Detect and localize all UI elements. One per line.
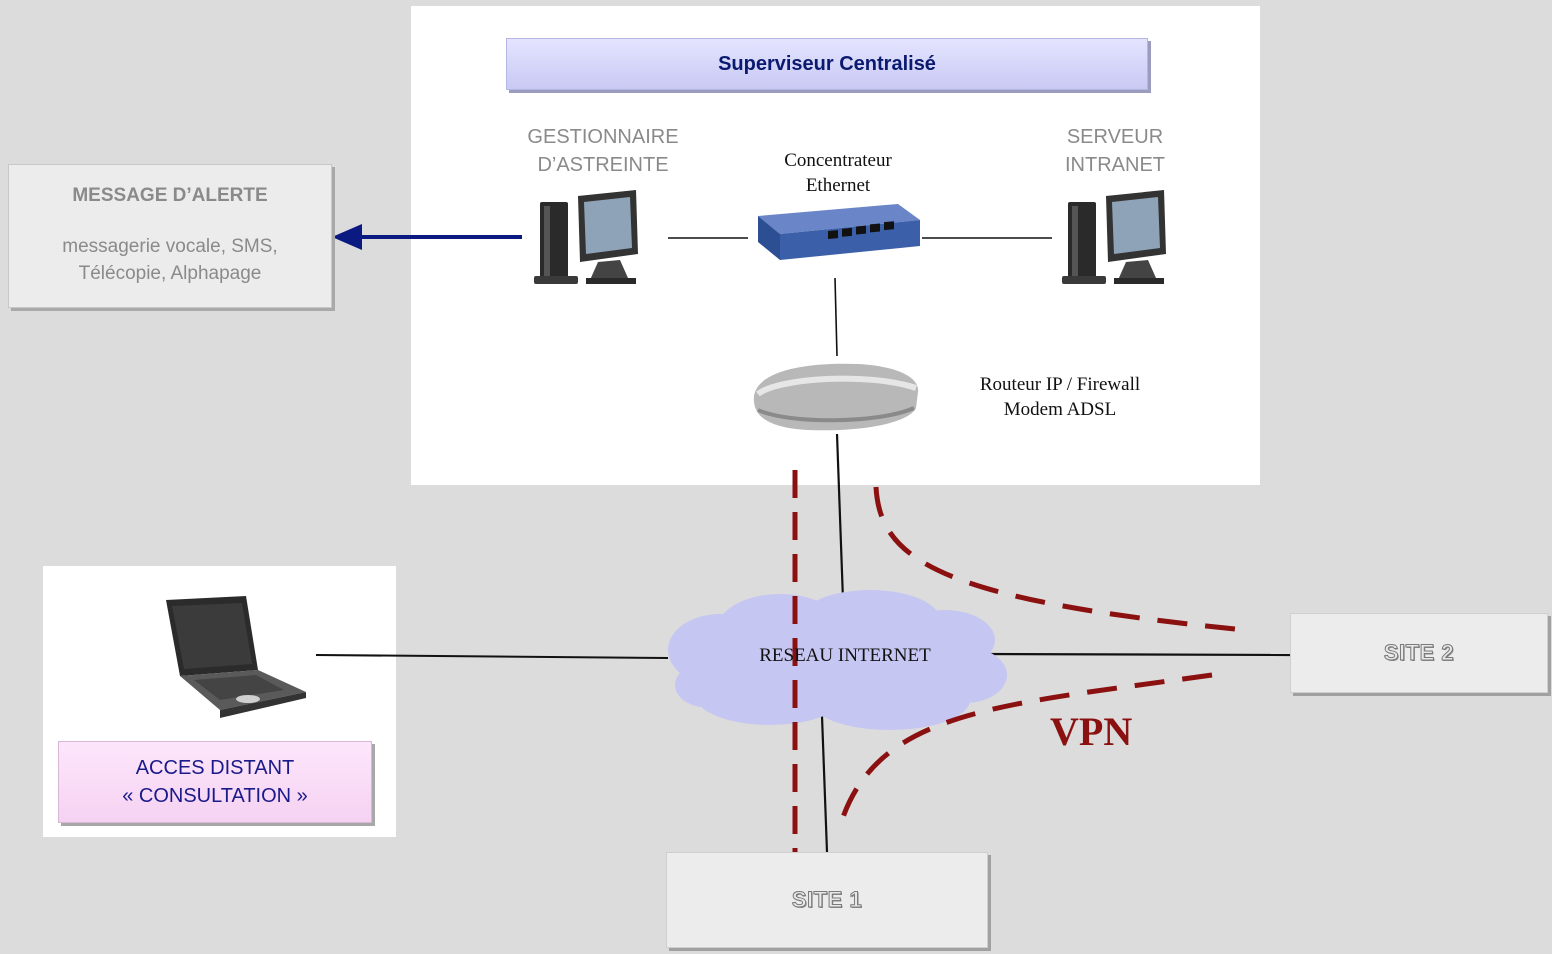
remote-line2: « CONSULTATION » [122,785,308,807]
vpn-tunnel-site2-upper [873,486,1246,633]
routeur-label: Routeur IP / Firewall Modem ADSL [940,372,1180,422]
internet-label: RESEAU INTERNET [759,645,931,666]
link-internet-site2 [981,652,1291,657]
serveur-label-line1: SERVEUR [1066,126,1164,148]
alert-arrow-head [332,224,362,250]
site2-label: SITE 2 [1383,640,1455,666]
alert-line1: messagerie vocale, SMS, [62,236,278,257]
site1-label: SITE 1 [791,887,863,913]
remote-access-box: ACCES DISTANT « CONSULTATION » [58,741,372,823]
concentrateur-label-line2: Ethernet [805,175,871,196]
routeur-label-line1: Routeur IP / Firewall [979,374,1141,395]
laptop-icon [166,596,306,718]
remote-line1: ACCES DISTANT [135,757,295,779]
page-title-text: Superviseur Centralisé [718,52,936,75]
server-computer-icon [1062,190,1166,284]
link-router-internet [835,433,845,601]
concentrateur-label-line1: Concentrateur [784,150,892,171]
vpn-tunnel-site2-lower [839,672,1213,821]
alert-title: MESSAGE D’ALERTE [72,185,268,206]
link-internet-site1 [820,715,829,853]
ethernet-switch-icon [758,204,920,260]
serveur-label: SERVEUR INTRANET [1000,123,1230,179]
site2-box: SITE 2 [1290,613,1548,693]
link-switch-router [834,277,838,357]
concentrateur-label: Concentrateur Ethernet [748,148,928,198]
desktop-computer-icon [534,190,638,284]
gestionnaire-label-line2: D’ASTREINTE [537,154,669,176]
vpn-label: VPN [1050,709,1133,754]
router-icon [753,363,919,431]
gestionnaire-label: GESTIONNAIRE D’ASTREINTE [483,123,723,179]
serveur-label-line2: INTRANET [1065,154,1165,176]
link-laptop-internet [315,654,669,659]
alert-message-box: MESSAGE D’ALERTE messagerie vocale, SMS,… [8,164,332,308]
page-title: Superviseur Centralisé [506,38,1148,90]
site1-box: SITE 1 [666,852,988,948]
gestionnaire-label-line1: GESTIONNAIRE [527,126,679,148]
alert-line2: Télécopie, Alphapage [78,263,262,284]
cloud-icon [668,590,1007,730]
routeur-label-line2: Modem ADSL [1003,399,1117,420]
